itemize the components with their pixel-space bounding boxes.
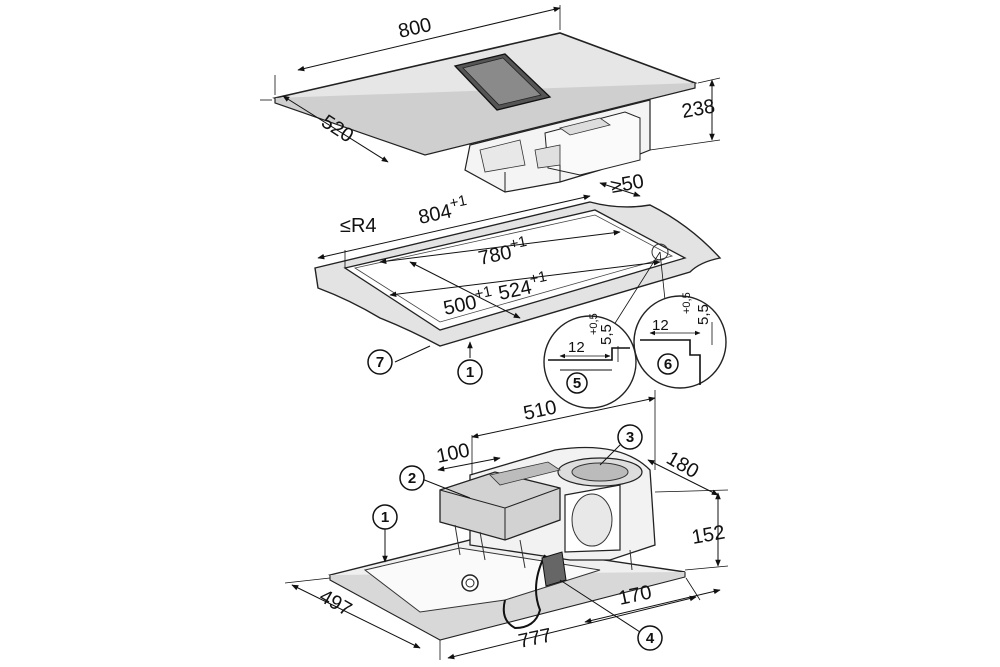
dim-fan-offset: 100 (434, 439, 471, 467)
dim-outer-length: 804+1 (415, 192, 470, 229)
connection-box (541, 551, 567, 587)
detail-6: 12 5,5 +0,5 6 (633, 292, 727, 389)
dim-inner-depth: 500+1 (440, 283, 495, 320)
dim-height: 238 (680, 95, 717, 122)
svg-text:6: 6 (664, 356, 672, 373)
top-unit (272, 32, 698, 193)
svg-text:5,5: 5,5 (695, 304, 712, 325)
svg-text:12: 12 (652, 317, 669, 334)
svg-text:1: 1 (466, 364, 474, 381)
svg-text:5,5: 5,5 (598, 324, 615, 345)
callout-1-bottom: 1 (372, 504, 398, 563)
svg-text:4: 4 (646, 630, 655, 647)
svg-text:5: 5 (573, 375, 581, 392)
svg-text:+0,5: +0,5 (588, 313, 600, 335)
svg-text:7: 7 (376, 354, 384, 371)
svg-text:3: 3 (626, 429, 634, 446)
dim-fan-length: 510 (521, 396, 558, 424)
callout-2: 2 (399, 465, 471, 499)
svg-text:12: 12 (568, 339, 585, 356)
svg-text:2: 2 (408, 470, 416, 487)
callout-1-top: 1 (457, 359, 483, 385)
svg-text:1: 1 (381, 509, 389, 526)
electronics-box (439, 471, 561, 541)
cutout-dimensions: ≤R4 804+1 780+1 524+1 500+1 (317, 192, 666, 363)
dim-fan-height: 152 (690, 521, 727, 548)
dim-fan-depth: 180 (663, 447, 703, 483)
dim-clearance: ≥50 (609, 170, 646, 197)
callout-7: 7 (367, 349, 393, 375)
callout-3: 3 (599, 424, 643, 466)
dim-radius: ≤R4 (340, 215, 377, 237)
svg-text:+0,5: +0,5 (681, 292, 693, 314)
dim-base-length: 777 (516, 624, 553, 652)
callout-4: 4 (559, 579, 663, 651)
detail-5: 12 5,5 +0,5 5 (543, 313, 637, 409)
dim-width: 800 (396, 14, 433, 43)
